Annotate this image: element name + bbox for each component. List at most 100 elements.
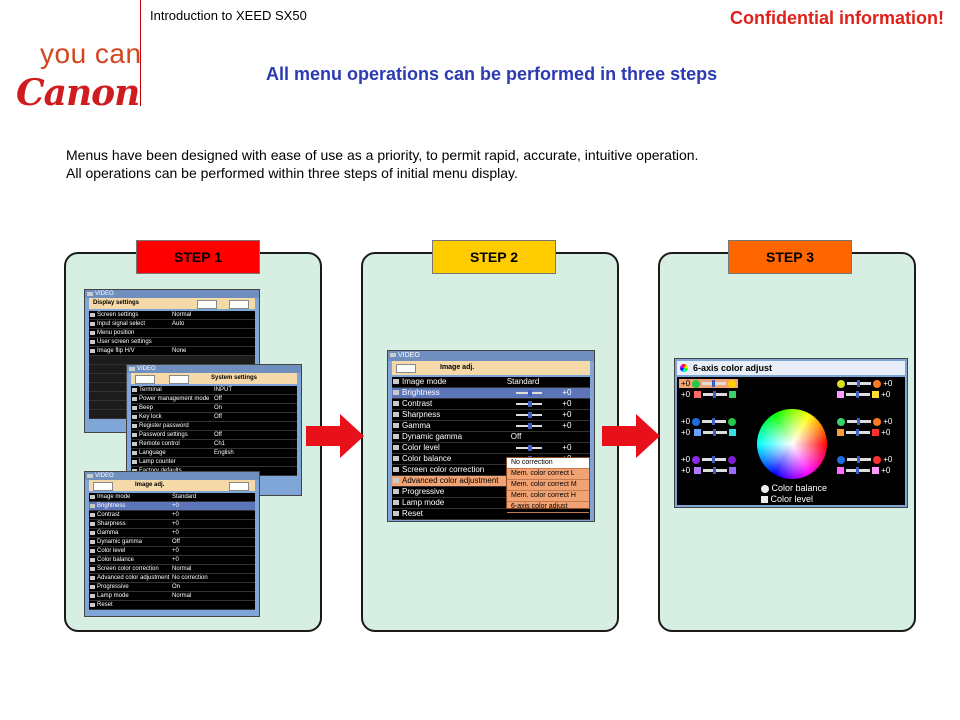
axis-slider[interactable]: [702, 418, 727, 426]
slider-knob[interactable]: [528, 401, 532, 407]
axis-row-blue[interactable]: +0: [837, 417, 892, 426]
brightness-slider[interactable]: [516, 390, 542, 396]
row-value: English: [214, 450, 234, 456]
menu-row[interactable]: Sharpness+0: [89, 520, 255, 529]
gamma-slider[interactable]: [516, 423, 542, 429]
menu-row-selected[interactable]: Brightness+0: [392, 388, 590, 399]
tab-display-icon[interactable]: [93, 482, 113, 491]
sharpness-icon: [90, 522, 95, 526]
axis-slider[interactable]: [846, 467, 870, 475]
purple-dot-icon: [692, 455, 701, 464]
menu-row[interactable]: Reset: [89, 601, 255, 610]
submenu-item[interactable]: 6-axis color adjust: [507, 502, 589, 513]
submenu-item[interactable]: Mem. color correct H: [507, 491, 589, 502]
menu-row[interactable]: Sharpness+0: [392, 410, 590, 421]
axis-row-cyan[interactable]: +0: [837, 379, 892, 388]
tab-image-adj[interactable]: Image adj.: [135, 482, 165, 488]
menu-row[interactable]: User screen settings: [89, 338, 255, 347]
slider-knob[interactable]: [528, 445, 532, 451]
axis-row-blue-level[interactable]: +0: [837, 428, 890, 437]
tab-image-icon[interactable]: [197, 300, 217, 309]
axis-row-magenta-level[interactable]: +0: [837, 466, 890, 475]
axis-row-red[interactable]: +0: [679, 379, 739, 388]
menu-row[interactable]: Screen color correction: [392, 465, 590, 476]
menu-tabs[interactable]: Image adj.: [392, 361, 590, 375]
tab-image-icon[interactable]: [169, 375, 189, 384]
axis-slider[interactable]: [846, 429, 870, 437]
menu-tabs[interactable]: Display settings: [89, 298, 255, 309]
tab-system-icon[interactable]: [229, 482, 249, 491]
submenu-item[interactable]: Mem. color correct L: [507, 469, 589, 480]
menu-row[interactable]: Gamma+0: [392, 421, 590, 432]
submenu-item[interactable]: Mem. color correct M: [507, 480, 589, 491]
submenu-item[interactable]: No correction: [507, 458, 589, 469]
axis-row-yellow[interactable]: +0: [681, 417, 737, 426]
axis-slider[interactable]: [846, 391, 870, 399]
color-level-slider[interactable]: [516, 445, 542, 451]
slider-knob[interactable]: [528, 423, 532, 429]
row-value: +0: [172, 557, 179, 563]
axis-row-cyan-level[interactable]: +0: [837, 390, 890, 399]
axis-row-yellow-level[interactable]: +0: [681, 428, 737, 437]
menu-row[interactable]: Register password: [131, 422, 297, 431]
menu-row[interactable]: Color level+0: [392, 443, 590, 454]
slider-knob[interactable]: [528, 390, 532, 396]
row-value: Normal: [172, 312, 192, 318]
tab-display-settings[interactable]: Display settings: [93, 300, 140, 306]
menu-row[interactable]: Reset: [392, 509, 590, 520]
axis-slider[interactable]: [702, 456, 727, 464]
menu-tabs[interactable]: Image adj.: [89, 480, 255, 491]
axis-row-green[interactable]: +0: [681, 455, 737, 464]
menu-row[interactable]: Contrast+0: [392, 399, 590, 410]
axis-slider[interactable]: [702, 380, 727, 388]
axis-slider[interactable]: [703, 391, 728, 399]
axis-slider[interactable]: [703, 429, 728, 437]
axis-row-red-level[interactable]: +0: [681, 390, 737, 399]
menu-row[interactable]: Color balance+0: [89, 556, 255, 565]
axis-slider[interactable]: [847, 380, 871, 388]
tab-display-icon[interactable]: [135, 375, 155, 384]
axis-row-green-level[interactable]: +0: [681, 466, 737, 475]
video-icon: [129, 367, 135, 371]
tab-image-adj[interactable]: Image adj.: [440, 364, 475, 371]
sharpness-slider[interactable]: [516, 412, 542, 418]
menu-row[interactable]: Lamp counter: [131, 458, 297, 467]
menu-row[interactable]: Menu position: [89, 329, 255, 338]
contrast-slider[interactable]: [516, 401, 542, 407]
menu-row[interactable]: Color level+0: [89, 547, 255, 556]
menu-tabs[interactable]: System settings: [131, 373, 297, 384]
menu-row[interactable]: Lamp mode: [392, 498, 590, 509]
axis-slider[interactable]: [703, 467, 728, 475]
axis-row-magenta[interactable]: +0: [837, 455, 892, 464]
tab-display-icon[interactable]: [396, 364, 416, 373]
tab-system-settings[interactable]: System settings: [211, 375, 258, 381]
power-icon: [132, 397, 137, 401]
menu-row-selected[interactable]: Advanced color adjustment: [392, 476, 590, 487]
menu-row-selected[interactable]: Brightness+0: [89, 502, 255, 511]
menu-row[interactable]: Contrast+0: [89, 511, 255, 520]
axis-slider[interactable]: [847, 418, 871, 426]
axis-slider[interactable]: [847, 456, 871, 464]
tab-system-icon[interactable]: [229, 300, 249, 309]
menu-row[interactable]: Gamma+0: [89, 529, 255, 538]
menu-row[interactable]: Progressive: [392, 487, 590, 498]
slider-knob[interactable]: [528, 412, 532, 418]
